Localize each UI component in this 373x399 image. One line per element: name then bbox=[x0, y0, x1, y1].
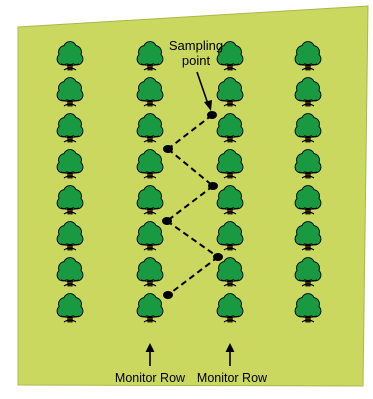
tree bbox=[136, 293, 164, 323]
monitor-row-left-label: Monitor Row bbox=[115, 371, 186, 385]
tree bbox=[56, 77, 84, 107]
tree bbox=[294, 221, 322, 251]
sampling-point-pointer-arrowhead bbox=[204, 100, 212, 111]
tree bbox=[216, 185, 244, 215]
orchard-field bbox=[17, 5, 369, 387]
sampling-point bbox=[213, 253, 223, 261]
tree bbox=[216, 293, 244, 323]
tree bbox=[136, 221, 164, 251]
tree bbox=[294, 149, 322, 179]
tree bbox=[56, 149, 84, 179]
tree bbox=[216, 257, 244, 287]
tree bbox=[56, 41, 84, 71]
tree bbox=[216, 77, 244, 107]
monitor-row-right-arrowhead bbox=[225, 343, 235, 352]
tree bbox=[294, 77, 322, 107]
monitor-row-right-label: Monitor Row bbox=[197, 371, 268, 385]
sampling-point-label-line2: point bbox=[182, 53, 211, 68]
tree bbox=[56, 257, 84, 287]
tree bbox=[136, 149, 164, 179]
tree bbox=[56, 221, 84, 251]
tree bbox=[136, 113, 164, 143]
sampling-point bbox=[163, 145, 173, 153]
sampling-point bbox=[162, 217, 172, 225]
sampling-path bbox=[166, 114, 219, 296]
tree bbox=[56, 185, 84, 215]
tree bbox=[294, 257, 322, 287]
tree bbox=[56, 293, 84, 323]
tree bbox=[216, 41, 244, 71]
tree bbox=[136, 185, 164, 215]
tree-grid bbox=[56, 41, 322, 323]
tree bbox=[216, 113, 244, 143]
tree bbox=[56, 113, 84, 143]
sampling-points bbox=[162, 111, 223, 299]
tree bbox=[294, 293, 322, 323]
sampling-point bbox=[207, 111, 217, 119]
tree bbox=[294, 185, 322, 215]
monitor-row-left-arrowhead bbox=[145, 343, 155, 352]
tree bbox=[216, 149, 244, 179]
sampling-point-label-line1: Sampling bbox=[169, 38, 223, 53]
sampling-path-segment bbox=[166, 220, 219, 258]
tree bbox=[136, 41, 164, 71]
tree bbox=[294, 113, 322, 143]
sampling-point-pointer bbox=[196, 71, 209, 105]
sampling-point bbox=[163, 291, 173, 299]
tree bbox=[136, 77, 164, 107]
tree bbox=[216, 221, 244, 251]
sampling-path-segment bbox=[167, 256, 219, 296]
sampling-point bbox=[208, 182, 218, 190]
tree bbox=[294, 41, 322, 71]
tree bbox=[136, 257, 164, 287]
